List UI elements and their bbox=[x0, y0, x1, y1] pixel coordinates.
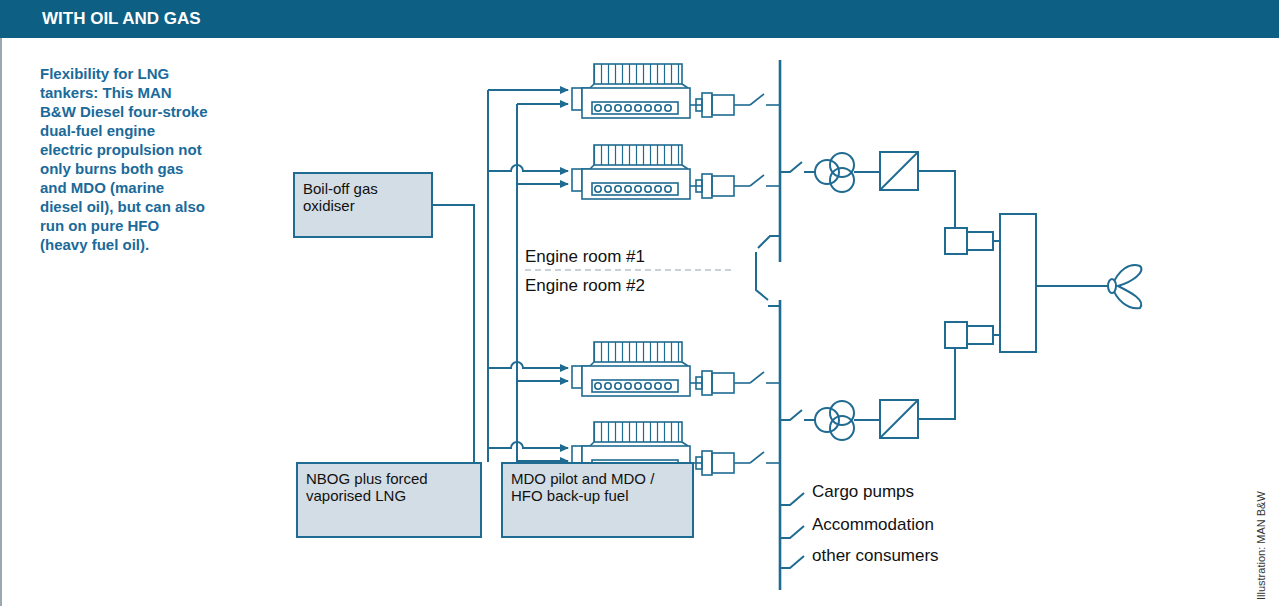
consumer-label: other consumers bbox=[810, 546, 941, 566]
region-label: Engine room #2 bbox=[523, 276, 647, 296]
fuel-line bbox=[433, 205, 474, 462]
box-label: NBOG plus forced vaporised LNG bbox=[306, 470, 472, 504]
consumer-label: Cargo pumps bbox=[810, 482, 916, 502]
box-label: MDO pilot and MDO / HFO back-up fuel bbox=[511, 470, 684, 504]
header-title: WITH OIL AND GAS bbox=[42, 9, 201, 29]
process-box: Boil-off gas oxidiser bbox=[293, 172, 433, 238]
consumer-label: Accommodation bbox=[810, 515, 936, 535]
credit-note: Illustration: MAN B&W bbox=[1255, 491, 1267, 600]
fuel-supply-box: NBOG plus forced vaporised LNG bbox=[296, 462, 482, 538]
region-label: Engine room #1 bbox=[523, 247, 647, 267]
box-label: Boil-off gas oxidiser bbox=[303, 180, 423, 214]
fuel-supply-box: MDO pilot and MDO / HFO back-up fuel bbox=[501, 462, 694, 538]
figure-caption: Flexibility for LNG tankers: This MAN B&… bbox=[40, 64, 208, 254]
frame-rule bbox=[0, 38, 2, 606]
